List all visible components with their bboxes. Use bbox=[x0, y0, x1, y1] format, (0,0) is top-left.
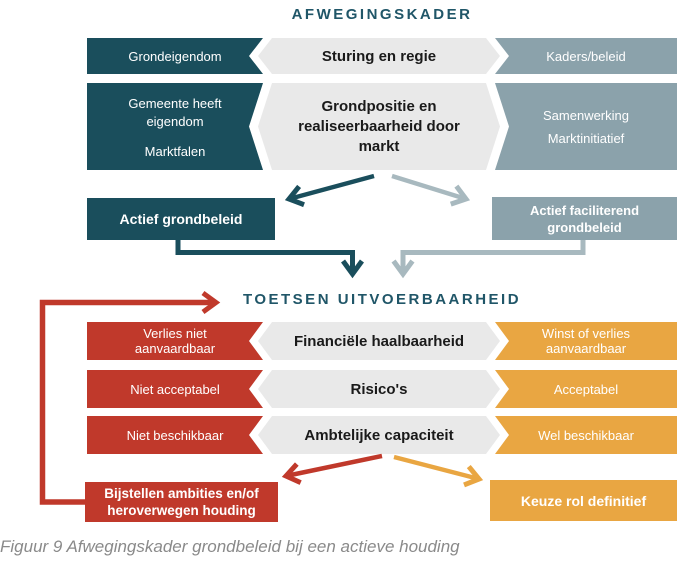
box-actief-grondbeleid-label: Actief grondbeleid bbox=[119, 211, 243, 227]
arrow-down-left-teal bbox=[284, 173, 375, 208]
box-marktinitiatief-label: Marktinitiatief bbox=[547, 130, 625, 146]
box-kaders-beleid-label: Kaders/beleid bbox=[546, 48, 626, 64]
box-risicos-label: Risico's bbox=[350, 380, 408, 398]
box-keuze-label: Keuze rol definitief bbox=[520, 492, 647, 509]
box-actief-grondbeleid: Actief grondbeleid bbox=[87, 198, 275, 240]
box-samenwerking-label: Samenwerking bbox=[543, 107, 629, 123]
box-risicos: Risico's bbox=[258, 370, 500, 408]
box-bijstellen-label: Bijstellen ambities en/of heroverwegen h… bbox=[104, 486, 259, 518]
box-grondpositie: Grondpositie en realiseerbaarheid door m… bbox=[258, 83, 500, 170]
box-ambtelijke-label: Ambtelijke capaciteit bbox=[304, 426, 454, 444]
arrow-elbow-teal-to-toetsen bbox=[175, 240, 364, 279]
box-niet-acceptabel: Niet acceptabel bbox=[87, 370, 263, 408]
box-gemeente-heeft-eigendom: Gemeente heeft eigendom Marktfalen bbox=[87, 83, 263, 170]
box-marktfalen-label: Marktfalen bbox=[144, 143, 206, 159]
arrow-elbow-gray-to-toetsen bbox=[391, 240, 586, 279]
box-actief-faciliterend-label: Actief faciliterend grondbeleid bbox=[529, 202, 640, 235]
box-samenwerking: Samenwerking Marktinitiatief bbox=[495, 83, 677, 170]
box-financiele-haalbaarheid: Financiële haalbaarheid bbox=[258, 322, 500, 360]
box-wel-beschikbaar: Wel beschikbaar bbox=[495, 416, 677, 454]
box-ambtelijke-capaciteit: Ambtelijke capaciteit bbox=[258, 416, 500, 454]
box-grondpositie-label: Grondpositie en realiseerbaarheid door m… bbox=[298, 97, 460, 155]
diagram-title-toetsen-uitvoerbaarheid: TOETSEN UITVOERBAARHEID bbox=[242, 291, 522, 308]
arrow-down-right-gray bbox=[391, 173, 471, 207]
box-grondeigendom: Grondeigendom bbox=[87, 38, 263, 74]
box-bijstellen-ambities: Bijstellen ambities en/of heroverwegen h… bbox=[85, 482, 278, 522]
box-niet-beschikbaar-label: Niet beschikbaar bbox=[126, 427, 224, 443]
arrow-down-left-red bbox=[281, 453, 383, 485]
box-niet-acceptabel-label: Niet acceptabel bbox=[130, 381, 220, 397]
box-grondeigendom-label: Grondeigendom bbox=[128, 48, 222, 64]
diagram-title-afwegingskader: AFWEGINGSKADER bbox=[291, 6, 473, 23]
box-sturing-en-regie: Sturing en regie bbox=[258, 38, 500, 74]
box-niet-beschikbaar: Niet beschikbaar bbox=[87, 416, 263, 454]
box-verlies-label: Verlies niet aanvaardbaar bbox=[134, 326, 216, 356]
box-winst-of-verlies: Winst of verlies aanvaardbaar bbox=[495, 322, 677, 360]
box-verlies-niet-aanvaardbaar: Verlies niet aanvaardbaar bbox=[87, 322, 263, 360]
box-acceptabel-label: Acceptabel bbox=[553, 381, 619, 397]
arrow-down-right-orange bbox=[393, 454, 484, 488]
figure-caption: Figuur 9 Afwegingskader grondbeleid bij … bbox=[0, 537, 460, 556]
box-financiele-label: Financiële haalbaarheid bbox=[293, 332, 465, 350]
box-wel-beschikbaar-label: Wel beschikbaar bbox=[538, 427, 634, 443]
box-keuze-rol-definitief: Keuze rol definitief bbox=[490, 480, 677, 521]
box-acceptabel: Acceptabel bbox=[495, 370, 677, 408]
box-gemeente-stack: Gemeente heeft eigendom Marktfalen bbox=[123, 95, 227, 159]
box-sturing-en-regie-label: Sturing en regie bbox=[321, 47, 437, 65]
box-gemeente-line1: Gemeente heeft eigendom bbox=[128, 95, 222, 129]
box-actief-faciliterend-grondbeleid: Actief faciliterend grondbeleid bbox=[492, 197, 677, 240]
box-winst-label: Winst of verlies aanvaardbaar bbox=[541, 326, 631, 356]
box-samenwerking-stack: Samenwerking Marktinitiatief bbox=[543, 108, 629, 146]
box-kaders-beleid: Kaders/beleid bbox=[495, 38, 677, 74]
